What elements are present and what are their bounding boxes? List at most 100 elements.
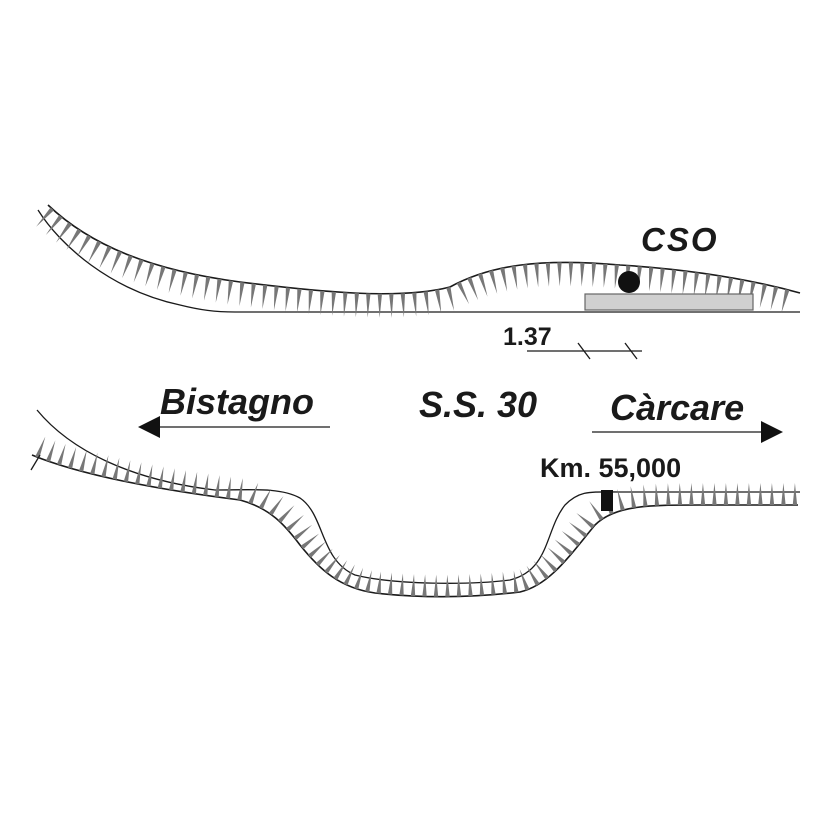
km-post-icon	[601, 490, 613, 511]
slope-hatch-mark	[191, 471, 198, 494]
slope-hatch-mark	[145, 262, 155, 287]
carcare-label: Càrcare	[610, 387, 744, 428]
slope-hatch-mark	[781, 483, 786, 505]
slope-hatch-mark	[78, 449, 87, 472]
slope-hatch-mark	[689, 483, 694, 506]
slope-hatch-mark	[700, 483, 706, 505]
slope-hatch-mark	[239, 282, 245, 307]
slope-hatch-mark	[354, 293, 360, 318]
slope-hatch-mark	[580, 262, 585, 287]
slope-hatch-mark	[434, 289, 442, 314]
slope-hatch-mark	[617, 488, 625, 511]
slope-hatch-mark	[467, 277, 479, 301]
slope-hatch-mark	[400, 293, 406, 318]
slope-hatch-mark	[522, 264, 528, 289]
lower-bank-end-tick	[30, 454, 41, 471]
slope-hatch-mark	[225, 476, 231, 499]
slope-hatch-mark	[146, 464, 153, 487]
slope-hatch-mark	[227, 280, 234, 305]
slope-hatch-mark	[258, 488, 272, 510]
slope-hatch-mark	[285, 287, 291, 312]
slope-hatch-mark	[333, 560, 348, 581]
slope-hatch-mark	[660, 268, 665, 293]
slope-hatch-mark	[67, 446, 77, 469]
slope-hatch-mark	[133, 259, 144, 283]
slope-hatch-mark	[545, 262, 551, 287]
slope-hatch-mark	[511, 265, 518, 290]
slope-hatch-mark	[630, 486, 637, 509]
slope-hatch-mark	[99, 245, 112, 269]
slope-hatch-mark	[320, 290, 325, 315]
slope-hatch-mark	[568, 262, 574, 287]
kilometer-label: Km. 55,000	[540, 453, 681, 483]
slope-hatch-mark	[561, 530, 581, 547]
slope-hatch-mark	[500, 267, 508, 292]
slope-hatch-mark	[533, 560, 549, 580]
slope-hatch-mark	[237, 478, 243, 501]
road-name-label: S.S. 30	[419, 384, 537, 425]
slope-hatch-mark	[643, 484, 648, 507]
slope-hatch-mark	[286, 514, 304, 532]
slope-hatch-mark	[446, 286, 455, 311]
slope-hatch-mark	[112, 457, 120, 480]
slope-hatch-mark	[376, 571, 381, 594]
slope-hatch-mark	[422, 574, 427, 597]
slope-hatch-mark	[649, 267, 654, 292]
slope-hatch-mark	[758, 483, 763, 505]
slope-hatch-mark	[491, 572, 496, 595]
slope-hatch-mark	[654, 483, 660, 506]
slope-hatch-mark	[365, 570, 372, 593]
slope-hatch-mark	[576, 512, 595, 529]
slope-hatch-mark	[693, 272, 700, 297]
slope-hatch-mark	[46, 440, 56, 462]
slope-hatch-mark	[192, 274, 200, 299]
slope-hatch-mark	[445, 574, 450, 597]
slope-hatch-mark	[315, 548, 333, 567]
slope-hatch-mark	[554, 539, 573, 556]
slope-hatch-mark	[519, 569, 530, 591]
cso-slab	[584, 293, 754, 311]
slope-hatch-mark	[203, 276, 211, 301]
slope-hatch-mark	[250, 283, 256, 308]
slope-hatch-mark	[479, 573, 485, 596]
slope-hatch-mark	[540, 554, 558, 573]
slope-hatch-mark	[77, 234, 92, 257]
slope-hatch-mark	[603, 263, 608, 288]
slope-hatch-mark	[781, 289, 790, 313]
slope-hatch-mark	[366, 293, 371, 318]
slope-hatch-mark	[45, 215, 63, 236]
slope-hatch-mark	[297, 288, 302, 313]
slope-hatch-mark	[769, 483, 775, 505]
offset-label: 1.37	[503, 323, 552, 351]
slope-hatch-mark	[35, 436, 46, 458]
slope-hatch-mark	[534, 263, 539, 288]
slope-hatch-mark	[568, 522, 588, 538]
slope-hatch-mark	[591, 263, 597, 288]
slope-hatch-mark	[354, 567, 364, 590]
arrow-right-icon	[592, 421, 783, 443]
slope-hatch-mark	[273, 286, 279, 311]
slope-hatch-mark	[55, 222, 72, 243]
slope-hatch-mark	[677, 483, 683, 506]
slope-hatch-mark	[589, 501, 604, 521]
slope-hatch-mark	[90, 452, 98, 475]
slope-hatch-mark	[513, 570, 519, 593]
slope-hatch-mark	[88, 240, 102, 263]
slope-hatch-mark	[324, 554, 340, 574]
slope-hatch-mark	[666, 483, 671, 506]
slope-hatch-mark	[410, 573, 416, 597]
slope-hatch-mark	[614, 264, 620, 289]
slope-hatch-mark	[488, 270, 498, 294]
slope-hatch-mark	[248, 482, 259, 505]
slope-hatch-mark	[123, 460, 131, 483]
offset-dimension	[527, 342, 642, 360]
slope-hatch-mark	[156, 266, 166, 290]
slope-hatch-mark	[712, 483, 717, 505]
slope-hatch-mark	[735, 483, 740, 505]
slope-hatch-mark	[557, 262, 562, 287]
slope-hatch-mark	[477, 273, 488, 297]
slope-hatch-mark	[387, 572, 393, 595]
slope-hatch-mark	[157, 466, 164, 489]
slope-hatch-mark	[180, 271, 188, 296]
